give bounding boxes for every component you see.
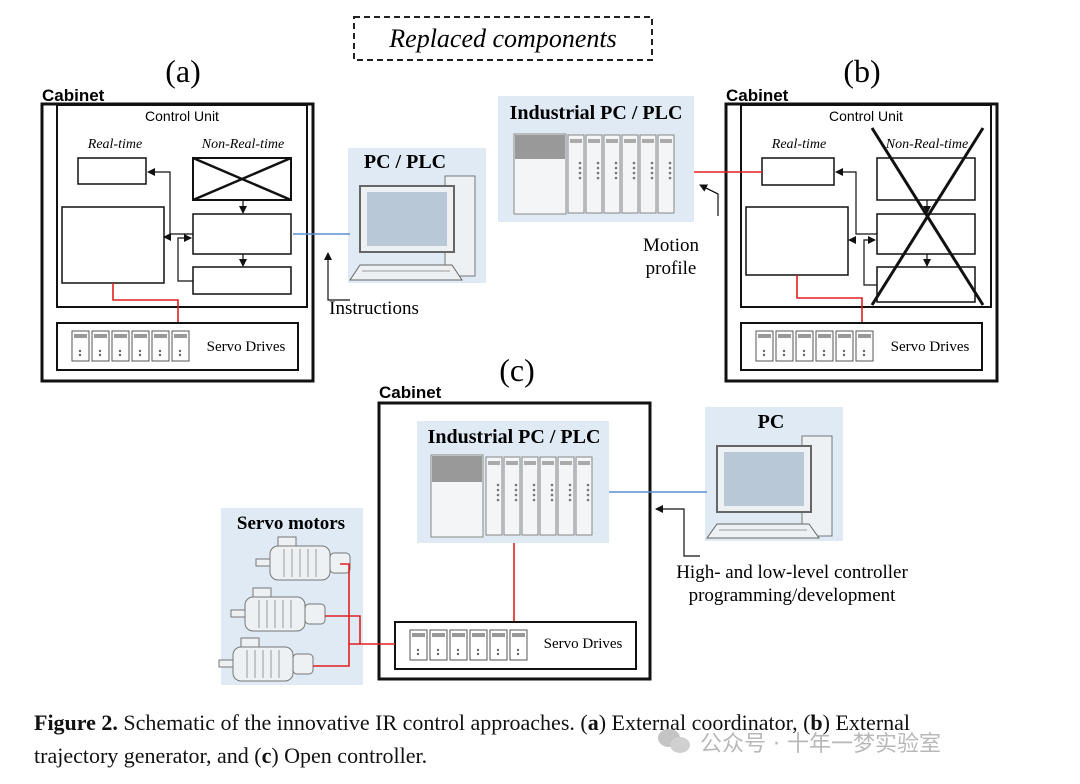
caption-c: c xyxy=(261,743,272,768)
caption-text-1: Schematic of the innovative IR control a… xyxy=(117,710,588,735)
legend-dashed-box xyxy=(353,16,653,61)
panel-c-ipc-title: Industrial PC / PLC xyxy=(428,426,601,448)
panel-b-plc-rack-icon xyxy=(513,133,675,215)
caption-text-4: trajectory generator, and ( xyxy=(34,743,262,768)
caption-text-5: ) Open controller. xyxy=(271,743,428,768)
panel-a-non-real-time-label: Non-Real-time xyxy=(201,137,284,152)
caption-text-2: ) External coordinator, ( xyxy=(598,710,811,735)
panel-c-plc-rack-icon xyxy=(430,454,593,538)
panel-a-pc-title: PC / PLC xyxy=(364,151,446,173)
panel-a-cabinet-label: Cabinet xyxy=(42,86,105,105)
panel-a-control-unit-label: Control Unit xyxy=(145,108,219,124)
panel-b-servo-controller-block xyxy=(745,206,849,276)
panel-a-red-signal xyxy=(112,283,179,323)
panel-a-real-time-label: Real-time xyxy=(87,137,142,152)
panel-b-motion-label-2: profile xyxy=(646,258,697,279)
panel-a-servo-controller-block xyxy=(61,206,165,284)
panel-a: (a) Cabinet Control Unit Real-time Non-R… xyxy=(40,53,486,383)
watermark-text: 公众号 · 十年一梦实验室 xyxy=(700,732,941,757)
panel-c-label: (c) xyxy=(499,352,535,388)
panel-c-computer-icon xyxy=(706,435,833,539)
panel-a-nrt-block-2 xyxy=(192,213,292,255)
panel-b-label: (b) xyxy=(843,53,880,89)
caption-figure-number: Figure 2. xyxy=(34,710,118,735)
panel-b: (b) Cabinet Control Unit Real-time Non-R… xyxy=(498,53,999,383)
panel-b-non-real-time-label: Non-Real-time xyxy=(885,137,968,152)
panel-a-computer-icon xyxy=(349,175,476,281)
panel-c-pc-title: PC xyxy=(758,411,785,433)
panel-b-rt-block xyxy=(761,157,835,186)
replaced-components-legend: Replaced components xyxy=(353,16,653,61)
panel-a-rt-block xyxy=(77,157,147,185)
servo-motors-title: Servo motors xyxy=(237,513,345,534)
panel-a-nrt-block-3 xyxy=(192,266,292,295)
panel-b-replaced-cross-2 xyxy=(870,127,985,306)
panel-b-motion-label-1: Motion xyxy=(643,235,699,256)
panel-b-control-unit-label: Control Unit xyxy=(829,108,903,124)
caption-b: b xyxy=(810,710,823,735)
panel-b-real-time-label: Real-time xyxy=(771,137,826,152)
panel-c-programming-label-1: High- and low-level controller xyxy=(676,562,908,583)
caption-text-3: ) External xyxy=(822,710,911,735)
panel-b-red-signal xyxy=(796,275,863,323)
panel-a-servo-drives-label: Servo Drives xyxy=(207,339,286,355)
wechat-icon xyxy=(658,729,692,755)
panel-b-ipc-title: Industrial PC / PLC xyxy=(510,102,683,124)
caption-a: a xyxy=(587,710,599,735)
legend-text: Replaced components xyxy=(388,24,616,53)
panel-b-cabinet-label: Cabinet xyxy=(726,86,789,105)
panel-a-label: (a) xyxy=(165,53,201,89)
control-approaches-diagram: Replaced components (a) Cabinet Control … xyxy=(40,16,999,685)
panel-c-cabinet-label: Cabinet xyxy=(379,383,442,402)
panel-c: (c) Cabinet Industrial PC / PLC Servo Dr… xyxy=(218,352,908,685)
watermark: 公众号 · 十年一梦实验室 xyxy=(658,726,941,758)
panel-c-servo-drives-label: Servo Drives xyxy=(544,636,623,652)
panel-b-servo-drives-label: Servo Drives xyxy=(891,339,970,355)
panel-c-programming-label-2: programming/development xyxy=(689,585,897,606)
panel-a-instructions-label: Instructions xyxy=(329,298,419,319)
figure-caption: Figure 2. Schematic of the innovative IR… xyxy=(34,706,1044,772)
